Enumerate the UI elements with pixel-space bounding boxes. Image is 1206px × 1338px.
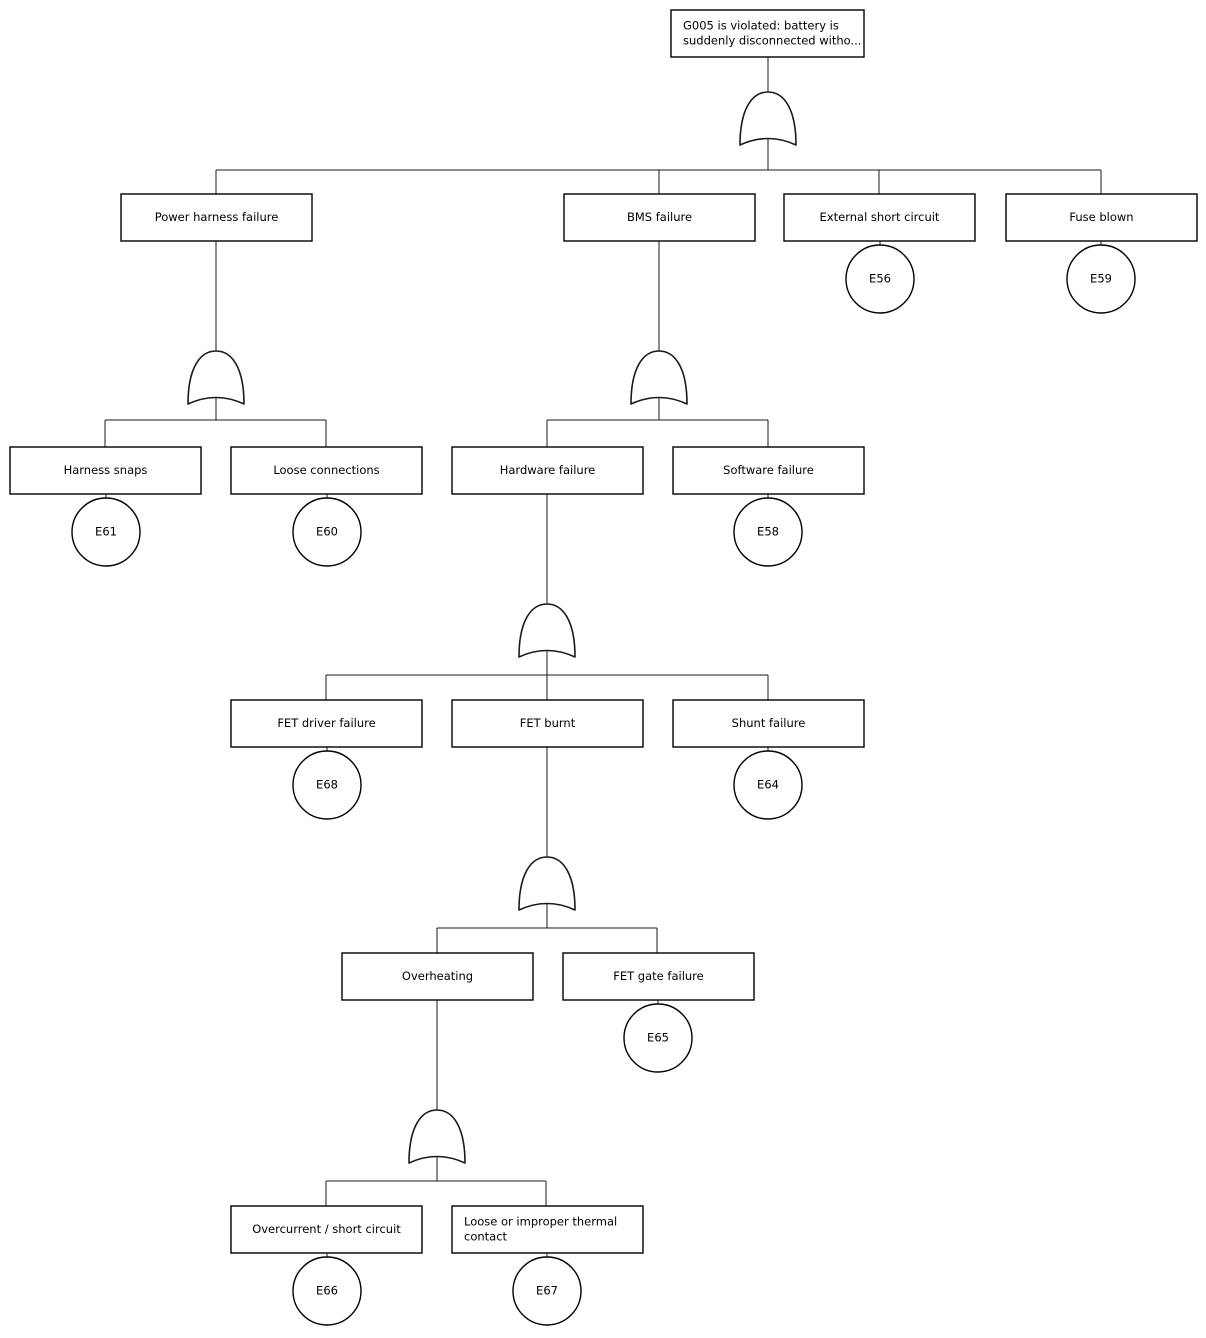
- node-label: Harness snaps: [64, 463, 148, 477]
- node-label: BMS failure: [627, 210, 692, 224]
- basic-event-e65[interactable]: E65: [623, 1003, 693, 1073]
- node-box[interactable]: [9, 446, 202, 495]
- basic-event-circle[interactable]: [845, 244, 915, 314]
- node-overcurrent-short-circuit[interactable]: Overcurrent / short circuit: [230, 1205, 423, 1254]
- node-label: FET driver failure: [277, 716, 375, 730]
- node-label: contact: [464, 1230, 508, 1244]
- node-box[interactable]: [783, 193, 976, 242]
- basic-event-label: E61: [95, 525, 117, 539]
- basic-event-e61[interactable]: E61: [71, 497, 141, 567]
- basic-event-circle[interactable]: [1066, 244, 1136, 314]
- basic-event-circle[interactable]: [512, 1256, 582, 1326]
- or-gate[interactable]: [630, 350, 688, 405]
- node-harness-snaps[interactable]: Harness snaps: [9, 446, 202, 495]
- node-box[interactable]: [563, 193, 756, 242]
- node-label: Loose connections: [273, 463, 379, 477]
- basic-event-e68[interactable]: E68: [292, 750, 362, 820]
- node-label: Overcurrent / short circuit: [252, 1222, 401, 1236]
- basic-event-e64[interactable]: E64: [733, 750, 803, 820]
- node-bms-failure[interactable]: BMS failure: [563, 193, 756, 242]
- basic-event-label: E56: [869, 272, 891, 286]
- or-gate[interactable]: [187, 350, 245, 405]
- node-label: Overheating: [402, 969, 473, 983]
- basic-event-label: E58: [757, 525, 779, 539]
- basic-event-label: E65: [647, 1031, 669, 1045]
- node-box[interactable]: [230, 446, 423, 495]
- basic-event-label: E59: [1090, 272, 1112, 286]
- node-loose-connections[interactable]: Loose connections: [230, 446, 423, 495]
- node-fuse-blown[interactable]: Fuse blown: [1005, 193, 1198, 242]
- or-gate[interactable]: [518, 856, 576, 911]
- basic-event-label: E67: [536, 1284, 558, 1298]
- node-fet-burnt[interactable]: FET burnt: [451, 699, 644, 748]
- node-label: Loose or improper thermal: [464, 1215, 617, 1229]
- or-gate[interactable]: [518, 603, 576, 658]
- node-label: FET gate failure: [613, 969, 703, 983]
- basic-event-circle[interactable]: [292, 497, 362, 567]
- basic-event-e66[interactable]: E66: [292, 1256, 362, 1326]
- basic-event-e59[interactable]: E59: [1066, 244, 1136, 314]
- node-box[interactable]: [670, 9, 865, 58]
- node-overheating[interactable]: Overheating: [341, 952, 534, 1001]
- node-fet-gate-failure[interactable]: FET gate failure: [562, 952, 755, 1001]
- or-gate[interactable]: [408, 1109, 466, 1164]
- node-box[interactable]: [672, 446, 865, 495]
- basic-event-e56[interactable]: E56: [845, 244, 915, 314]
- basic-event-circle[interactable]: [733, 750, 803, 820]
- node-box[interactable]: [230, 699, 423, 748]
- node-box[interactable]: [562, 952, 755, 1001]
- node-box[interactable]: [672, 699, 865, 748]
- node-shunt-failure[interactable]: Shunt failure: [672, 699, 865, 748]
- node-hardware-failure[interactable]: Hardware failure: [451, 446, 644, 495]
- node-label: FET burnt: [520, 716, 576, 730]
- node-software-failure[interactable]: Software failure: [672, 446, 865, 495]
- basic-event-circle[interactable]: [623, 1003, 693, 1073]
- node-label: Software failure: [723, 463, 814, 477]
- node-box[interactable]: [230, 1205, 423, 1254]
- node-label: Fuse blown: [1069, 210, 1133, 224]
- node-box[interactable]: [1005, 193, 1198, 242]
- node-box[interactable]: [451, 699, 644, 748]
- node-label: External short circuit: [820, 210, 940, 224]
- or-gate[interactable]: [739, 91, 797, 146]
- node-label: Power harness failure: [155, 210, 279, 224]
- node-label: Hardware failure: [500, 463, 596, 477]
- basic-event-label: E64: [757, 778, 779, 792]
- basic-event-e67[interactable]: E67: [512, 1256, 582, 1326]
- node-box[interactable]: [451, 1205, 644, 1254]
- node-label: G005 is violated: battery is: [683, 19, 839, 33]
- node-external-short-circuit[interactable]: External short circuit: [783, 193, 976, 242]
- basic-event-circle[interactable]: [292, 750, 362, 820]
- basic-event-e60[interactable]: E60: [292, 497, 362, 567]
- node-box[interactable]: [341, 952, 534, 1001]
- basic-event-label: E66: [316, 1284, 338, 1298]
- basic-event-circle[interactable]: [733, 497, 803, 567]
- node-label: suddenly disconnected witho...: [683, 34, 861, 48]
- basic-event-circle[interactable]: [71, 497, 141, 567]
- connector-layer: [104, 57, 1102, 1257]
- basic-event-label: E68: [316, 778, 338, 792]
- node-fet-driver-failure[interactable]: FET driver failure: [230, 699, 423, 748]
- node-box[interactable]: [451, 446, 644, 495]
- basic-event-circle[interactable]: [292, 1256, 362, 1326]
- basic-event-e58[interactable]: E58: [733, 497, 803, 567]
- basic-event-label: E60: [316, 525, 338, 539]
- node-power-harness-failure[interactable]: Power harness failure: [120, 193, 313, 242]
- node-box[interactable]: [120, 193, 313, 242]
- node-label: Shunt failure: [732, 716, 806, 730]
- gate-layer: [187, 91, 797, 1164]
